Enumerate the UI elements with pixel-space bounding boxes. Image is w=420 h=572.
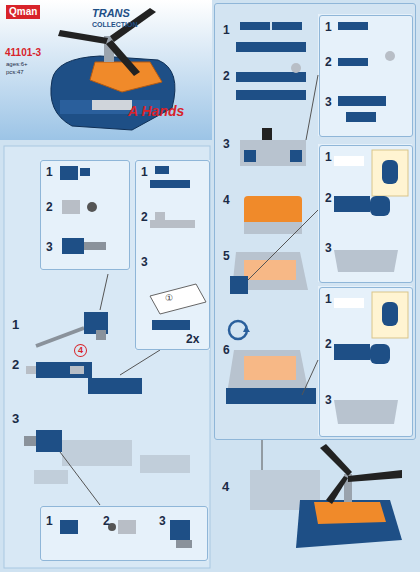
step-number: 3 — [325, 242, 332, 254]
step-number: 2 — [325, 56, 332, 68]
step-number: 3 — [159, 515, 166, 527]
step-number: 3 — [325, 96, 332, 108]
step-panel: 1 2 3 — [319, 145, 413, 283]
step-number: 6 — [223, 344, 230, 356]
step-panel: 1 2 3 4 5 6 1 2 3 1 2 3 1 2 3 — [214, 3, 416, 440]
step-number: 1 — [325, 151, 332, 163]
step-number: 3 — [325, 394, 332, 406]
step-number: 1 — [223, 24, 230, 36]
step-number: 3 — [46, 241, 53, 253]
step-number: 2 — [325, 192, 332, 204]
age-info: ages:6+ — [6, 61, 28, 67]
step-number: 1 — [12, 318, 19, 331]
step-number: 5 — [223, 250, 230, 262]
step-number: 2x — [186, 333, 199, 345]
step-number: 1 — [325, 293, 332, 305]
series-logo: TRANS — [92, 8, 130, 19]
step-number: 2 — [12, 358, 19, 371]
piece-count: pcs:47 — [6, 69, 24, 75]
set-number: 41101-3 — [5, 48, 41, 58]
step-panel: 1 2 3 — [319, 287, 413, 437]
step-number: 2 — [223, 70, 230, 82]
title: A Hands — [128, 104, 184, 118]
step-panel: 1 2 3 — [40, 506, 208, 561]
step-number: 3 — [12, 412, 19, 425]
sticker-number: ① — [165, 294, 173, 303]
step-number: 4 — [223, 194, 230, 206]
series-logo: COLLECTION — [92, 21, 138, 28]
step-number: 1 — [141, 166, 148, 178]
step-number: 3 — [141, 256, 148, 268]
step-number: 4 — [222, 480, 229, 493]
step-number: 2 — [141, 211, 148, 223]
brand-logo: Qman — [6, 5, 40, 19]
step-panel: 1 2 3 — [40, 160, 130, 270]
step-number: 2 — [46, 201, 53, 213]
step-number: 1 — [46, 515, 53, 527]
step-number: 1 — [46, 166, 53, 178]
step-number: 2 — [325, 338, 332, 350]
step-number: 2 — [103, 515, 110, 527]
step-number: 1 — [325, 21, 332, 33]
step-panel: 1 2 3 2x — [135, 160, 210, 350]
step-number: 3 — [223, 138, 230, 150]
step-panel: 1 2 3 — [319, 15, 413, 137]
callout-number: 4 — [74, 344, 87, 357]
